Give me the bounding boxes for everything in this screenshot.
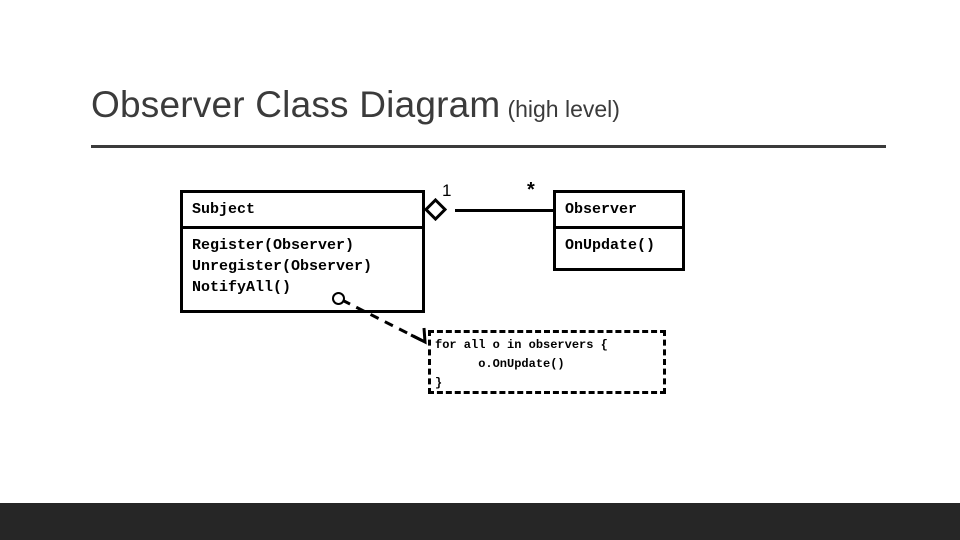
uml-class-subject-name: Subject xyxy=(183,193,422,229)
uml-note-box[interactable]: for all o in observers { o.OnUpdate() } xyxy=(428,330,666,394)
uml-class-observer-members: OnUpdate() xyxy=(556,229,682,256)
title-divider xyxy=(91,145,886,148)
note-line-2: o.OnUpdate() xyxy=(435,357,565,371)
multiplicity-target-label: * xyxy=(527,179,535,201)
page-title-main: Observer Class Diagram xyxy=(91,84,501,125)
uml-class-observer[interactable]: Observer OnUpdate() xyxy=(553,190,685,271)
uml-member-onupdate: OnUpdate() xyxy=(565,237,656,254)
uml-class-observer-name: Observer xyxy=(556,193,682,229)
note-line-3: } xyxy=(435,376,443,390)
uml-member-register: Register(Observer) xyxy=(192,237,355,254)
footer-bar xyxy=(0,503,960,540)
uml-member-notifyall: NotifyAll() xyxy=(192,279,292,296)
note-anchor-line xyxy=(341,298,427,345)
uml-class-subject[interactable]: Subject Register(Observer) Unregister(Ob… xyxy=(180,190,425,313)
multiplicity-source-label: 1 xyxy=(442,181,452,200)
note-line-1: for all o in observers { xyxy=(435,338,608,352)
uml-class-subject-members: Register(Observer) Unregister(Observer) … xyxy=(183,229,422,298)
aggregation-diamond-icon xyxy=(424,198,447,221)
uml-member-unregister: Unregister(Observer) xyxy=(192,258,373,275)
association-line xyxy=(455,209,554,212)
note-anchor-endpoint-icon xyxy=(332,292,345,305)
page-title: Observer Class Diagram(high level) xyxy=(91,82,891,134)
page-title-suffix: (high level) xyxy=(507,96,620,122)
